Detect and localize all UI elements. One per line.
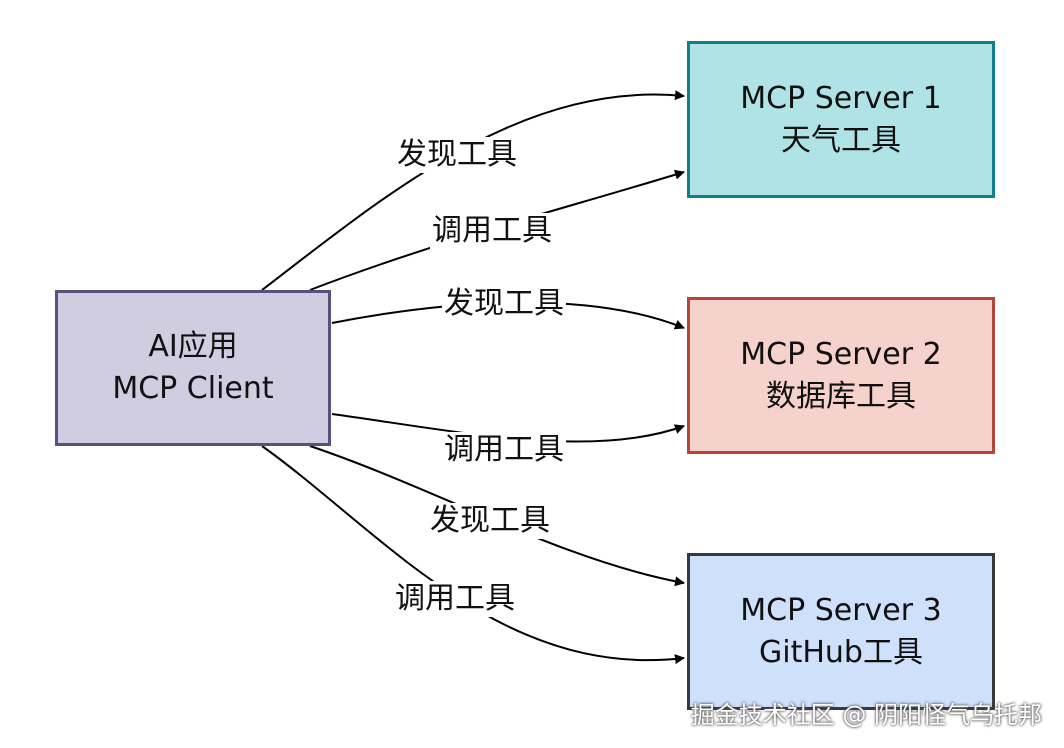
server-1-subtitle: 天气工具	[781, 122, 901, 158]
edge-discover-server1	[261, 90, 685, 291]
edge-invoke-server3	[261, 445, 685, 665]
server-3-subtitle: GitHub工具	[759, 634, 923, 670]
server-2-title: MCP Server 2	[740, 336, 942, 372]
edge-label-discover-server3: 发现工具	[428, 503, 552, 539]
edge-label-invoke-server2: 调用工具	[442, 432, 566, 468]
mcp-server-1-node: MCP Server 1 天气工具	[687, 41, 995, 198]
server-2-subtitle: 数据库工具	[766, 378, 916, 414]
edge-label-invoke-server1: 调用工具	[430, 213, 554, 249]
edge-label-discover-server1: 发现工具	[395, 137, 519, 173]
mcp-client-node: AI应用 MCP Client	[55, 290, 331, 446]
server-3-title: MCP Server 3	[740, 592, 942, 628]
edge-label-invoke-server3: 调用工具	[393, 581, 517, 617]
server-1-title: MCP Server 1	[740, 80, 942, 116]
client-title: AI应用	[148, 329, 238, 364]
watermark: 掘金技术社区 @ 阴阳怪气乌托邦	[690, 701, 1042, 729]
mcp-server-3-node: MCP Server 3 GitHub工具	[687, 553, 995, 710]
edge-label-discover-server2: 发现工具	[442, 286, 566, 322]
client-subtitle: MCP Client	[112, 371, 274, 406]
mcp-server-2-node: MCP Server 2 数据库工具	[687, 297, 995, 454]
